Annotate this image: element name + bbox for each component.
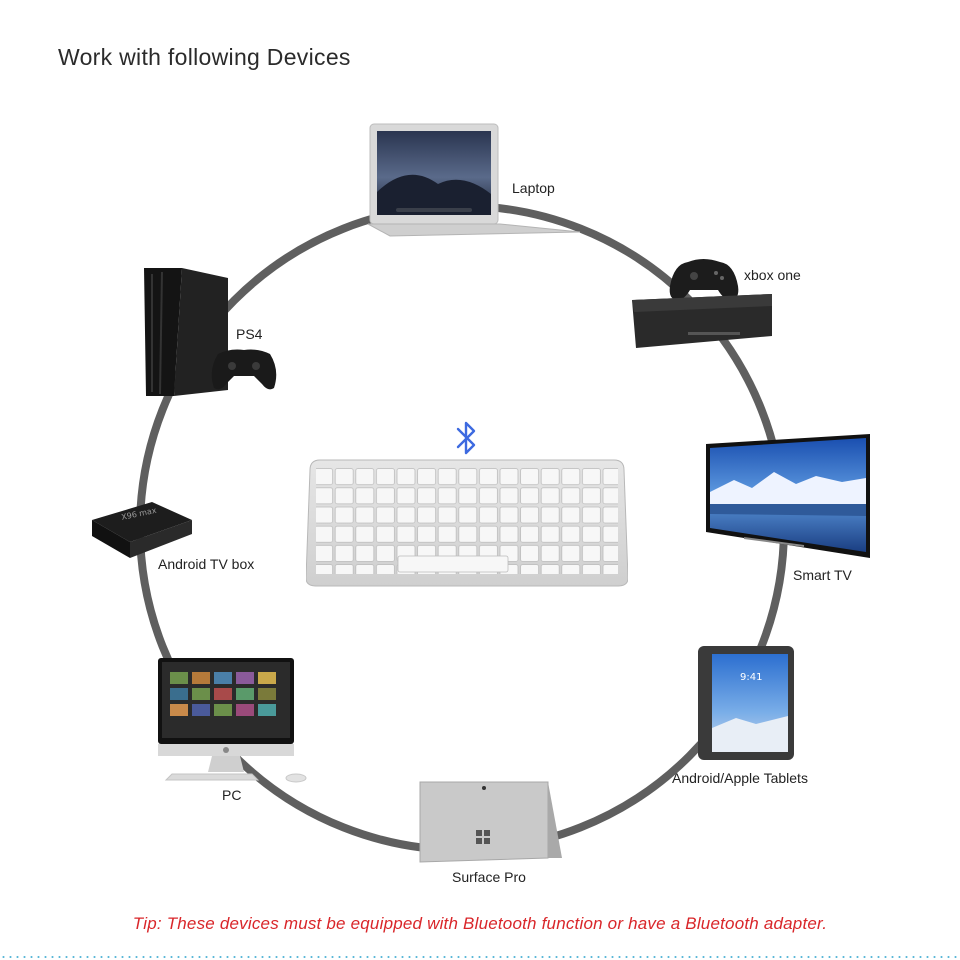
smart-tv-image: [706, 434, 870, 558]
page-title: Work with following Devices: [58, 44, 351, 70]
ps4-image: [144, 268, 277, 396]
android-tv-box-label: Android TV box: [158, 556, 255, 572]
xbox-image: [632, 259, 772, 348]
ps4-label: PS4: [236, 326, 263, 342]
keyboard-image: [306, 459, 628, 587]
pc-label: PC: [222, 787, 242, 803]
tablet-image: 9:41: [698, 646, 794, 760]
svg-text:9:41: 9:41: [740, 672, 762, 683]
surface-pro-image: [419, 781, 562, 863]
laptop-image: [368, 123, 581, 237]
smart-tv-label: Smart TV: [793, 567, 852, 583]
android-tv-box-image: X96 max: [92, 502, 192, 558]
laptop-label: Laptop: [512, 180, 555, 196]
tip-text: Tip: These devices must be equipped with…: [132, 914, 828, 933]
pc-image: [158, 658, 307, 783]
xbox-label: xbox one: [744, 267, 801, 283]
bottom-divider: [0, 956, 960, 958]
bluetooth-icon: [456, 421, 476, 455]
surface-pro-label: Surface Pro: [452, 869, 526, 885]
tablet-label: Android/Apple Tablets: [672, 770, 808, 786]
